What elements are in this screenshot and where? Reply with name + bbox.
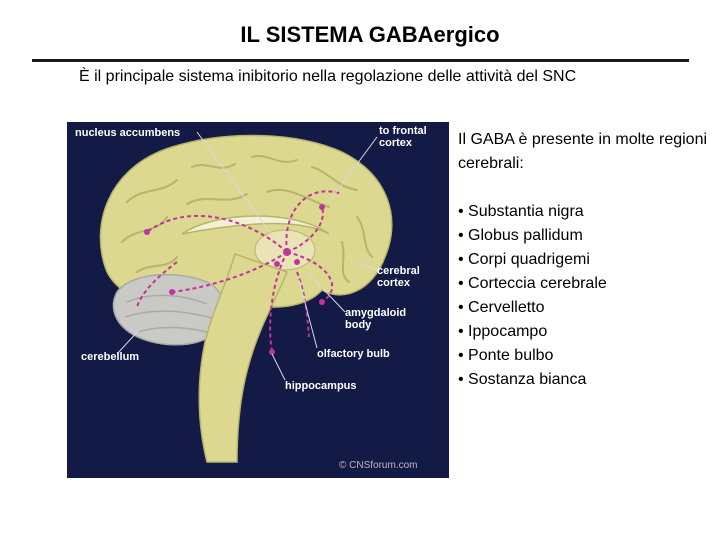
slide-subtitle: È il principale sistema inibitorio nella… [79,68,577,85]
region-item: • Cervelletto [458,299,545,316]
pathway-nodes [144,204,325,355]
label-amygdaloid-line1: amygdaloid [345,307,406,319]
title-divider [32,59,689,62]
gaba-regions-panel: Il GABA è presente in molte regioni cere… [458,128,713,392]
region-item: • Ponte bulbo [458,347,554,364]
regions-intro: Il GABA è presente in molte regioni cere… [458,131,708,172]
copyright-text: © CNSforum.com [339,460,418,471]
label-nucleus-accumbens: nucleus accumbens [75,127,180,139]
regions-list: • Substantia nigra • Globus pallidum • C… [458,200,713,392]
slide-title: IL SISTEMA GABAergico [240,22,500,47]
gaba-pathways [136,190,343,353]
label-to-frontal-line2: cortex [379,137,413,149]
label-cerebral-line2: cortex [377,277,411,289]
label-hippocampus: hippocampus [285,380,357,392]
label-cerebral-line1: cerebral [377,265,420,277]
region-item: • Ippocampo [458,323,548,340]
label-cerebellum: cerebellum [81,351,139,363]
region-item: • Substantia nigra [458,203,584,220]
region-item: • Sostanza bianca [458,371,587,388]
label-to-frontal-line1: to frontal [379,125,427,137]
brain-diagram: nucleus accumbens to frontal cortex cere… [67,122,449,478]
cerebellum-folia [124,294,213,333]
corpus-callosum [181,215,330,235]
region-item: • Corteccia cerebrale [458,275,607,292]
region-item: • Corpi quadrigemi [458,251,590,268]
label-amygdaloid-line2: body [345,319,372,331]
label-olfactory-bulb: olfactory bulb [317,348,390,360]
brainstem-shape [198,253,288,463]
leader-lines [116,131,378,381]
region-item: • Globus pallidum [458,227,583,244]
